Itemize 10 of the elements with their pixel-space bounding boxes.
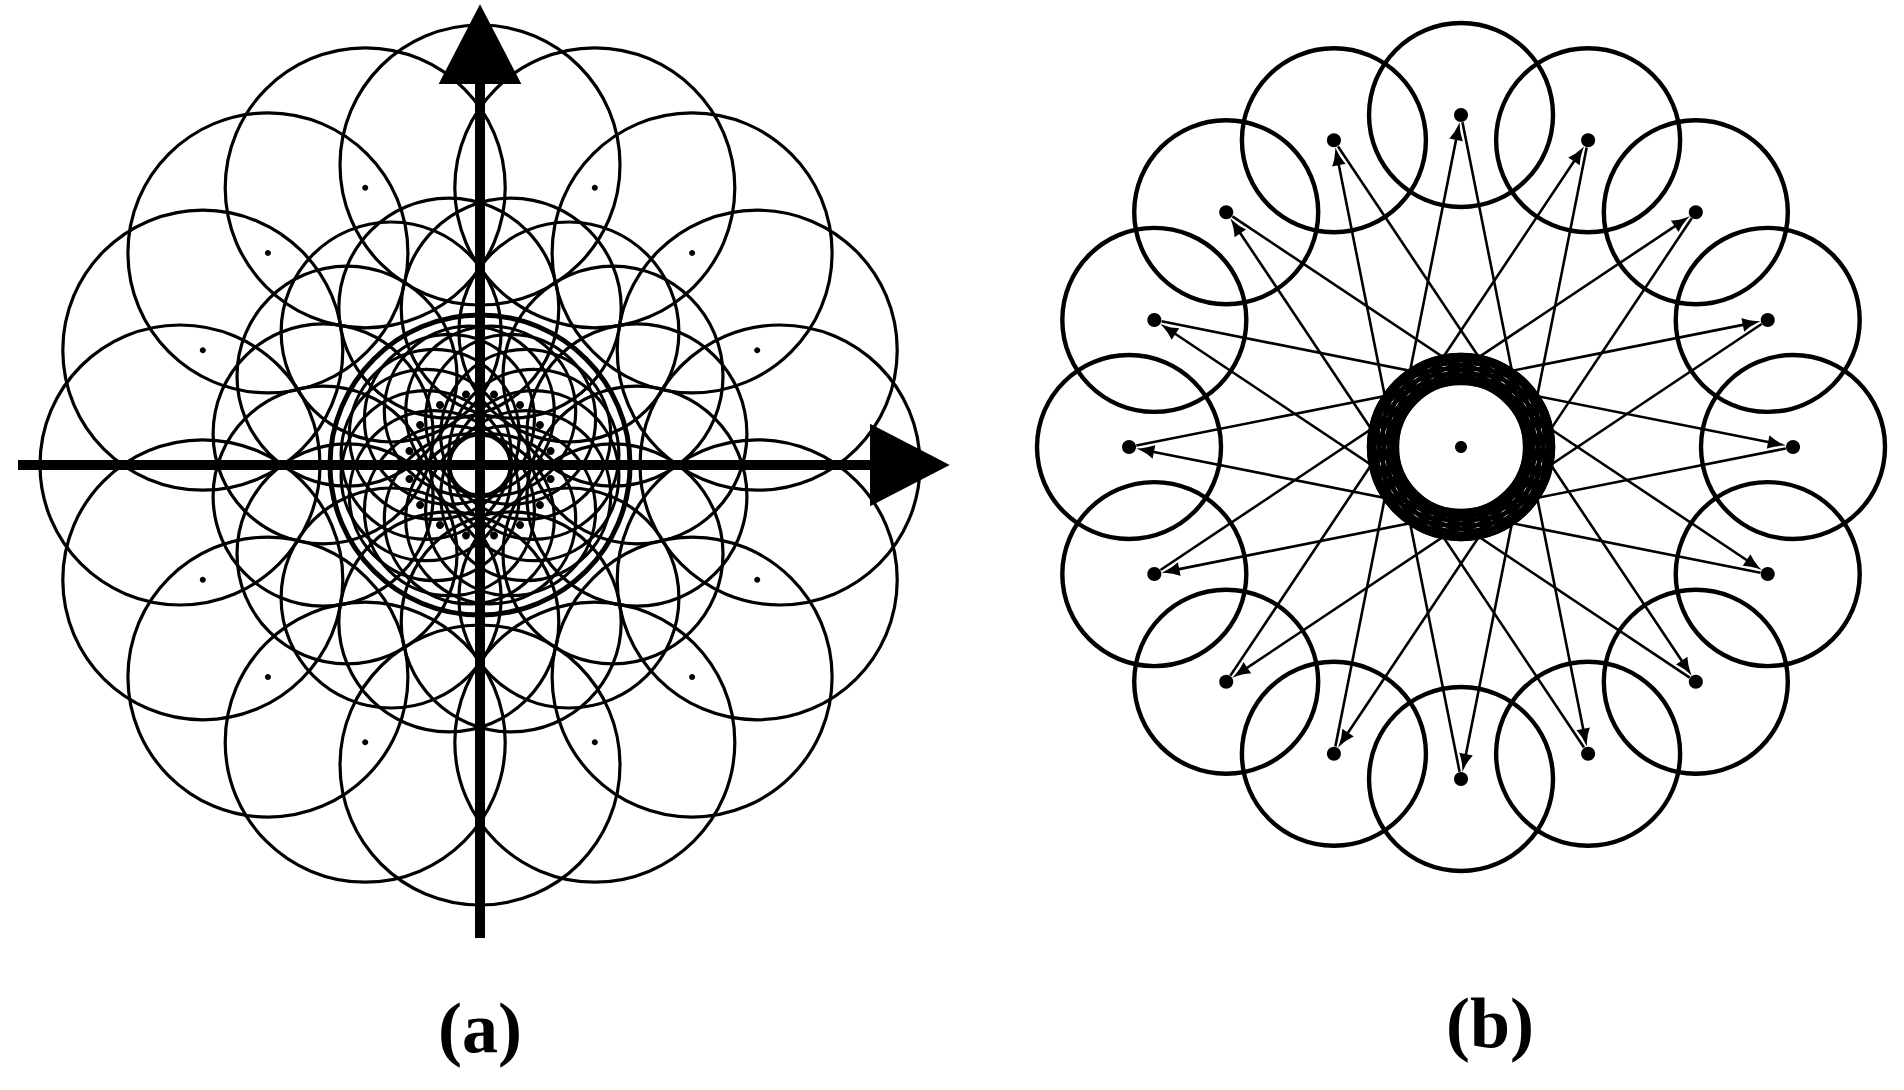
dot	[1219, 674, 1234, 689]
panel-label: (a)	[441, 1002, 519, 1068]
dot	[1122, 440, 1136, 454]
panel-label: (b)	[1449, 997, 1531, 1063]
dot	[1688, 205, 1703, 220]
dot	[1786, 440, 1800, 454]
dot	[1454, 772, 1468, 786]
dot	[1688, 674, 1703, 689]
dot	[1219, 205, 1234, 220]
dot	[1454, 108, 1468, 122]
